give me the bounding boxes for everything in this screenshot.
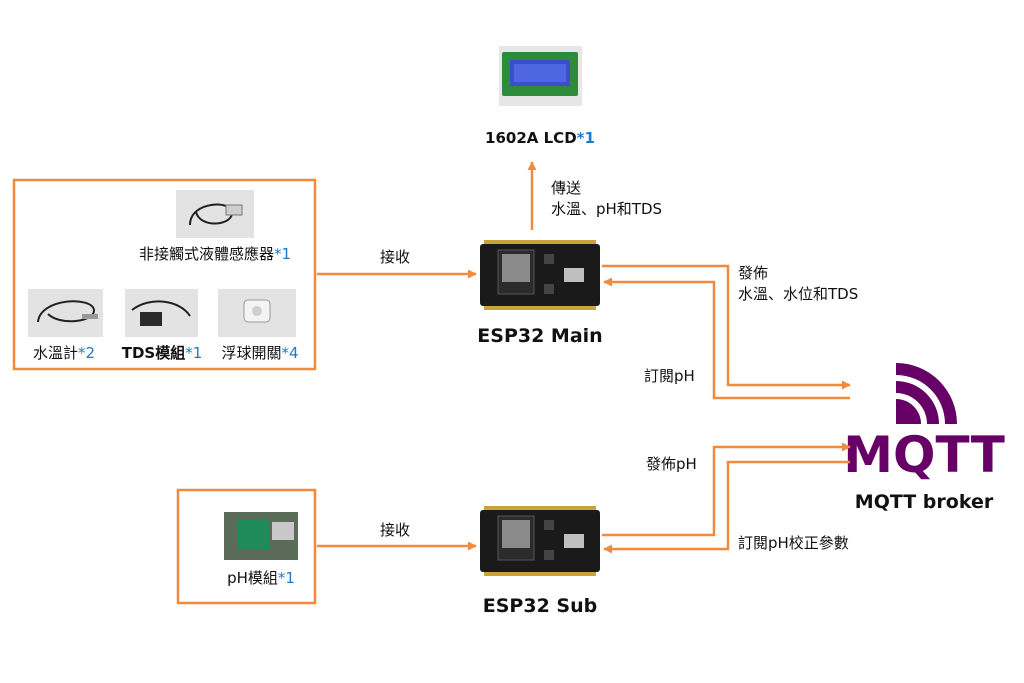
level-sensor-label: 非接觸式液體感應器*1 [139, 245, 291, 263]
float-switch-image [218, 289, 296, 337]
arrow-main-publish [602, 264, 851, 390]
edge-sub-main: 訂閱pH [644, 367, 695, 385]
edge-pub-main-line1: 發佈 [738, 264, 768, 282]
arrow-sub-publish [602, 442, 851, 537]
float-switch-label: 浮球開關*4 [221, 344, 298, 362]
mqtt-logo-text: MQTT [843, 426, 1005, 484]
ph-module-image [224, 512, 298, 560]
level-sensor-image [176, 190, 254, 238]
edge-pub-sub: 發佈pH [646, 455, 697, 473]
arrow-broker-to-sub [603, 460, 850, 554]
esp32-sub-image [479, 505, 601, 577]
edge-send-lcd-line1: 傳送 [551, 179, 581, 197]
tds-module-image [125, 289, 198, 337]
esp32-main-image [479, 239, 601, 311]
lcd-image [499, 46, 582, 106]
edge-recv-main: 接收 [380, 248, 410, 266]
edge-sub-sub: 訂閱pH校正參數 [738, 534, 849, 552]
temp-sensor-label: 水溫計*2 [33, 344, 95, 362]
mqtt-logo [896, 363, 957, 424]
esp32-sub-label: ESP32 Sub [483, 595, 597, 617]
edge-send-lcd-line2: 水溫、pH和TDS [551, 200, 662, 218]
edge-recv-sub: 接收 [380, 521, 410, 539]
connection-arrows [317, 161, 851, 554]
edge-pub-main-line2: 水溫、水位和TDS [738, 285, 858, 303]
ph-module-label: pH模組*1 [227, 569, 295, 587]
esp32-main-label: ESP32 Main [477, 325, 602, 347]
arrow-broker-to-main [603, 277, 850, 400]
temp-sensor-image [28, 289, 103, 337]
tds-module-label: TDS模組*1 [122, 344, 203, 362]
sensor-group-frame [12, 178, 317, 371]
ph-group-frame [176, 488, 317, 605]
mqtt-broker-label: MQTT broker [855, 491, 994, 513]
lcd-label: 1602A LCD*1 [485, 129, 595, 147]
